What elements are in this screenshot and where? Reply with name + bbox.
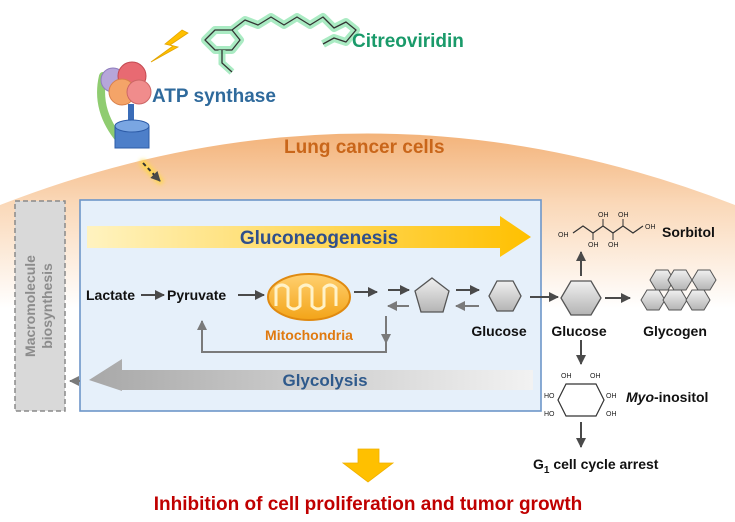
glycolysis-label: Glycolysis [282, 371, 367, 390]
inositol-ho-1: HO [544, 393, 555, 400]
myo-inositol-label: Myo-inositol [626, 389, 708, 405]
sorbitol-oh-2: OH [588, 242, 599, 249]
sorbitol-label: Sorbitol [662, 224, 715, 240]
g1-subscript: 1 [544, 465, 550, 476]
g1-suffix: cell cycle arrest [549, 456, 658, 472]
myo-inositol-structure: OH OH HO OH HO OH [544, 373, 617, 418]
sorbitol-oh-1: OH [558, 232, 569, 239]
mitochondria-label: Mitochondria [265, 327, 353, 343]
glycogen-hexagon-cluster [640, 269, 717, 311]
lung-cancer-cells-label: Lung cancer cells [284, 137, 445, 158]
conclusion-label: Inhibition of cell proliferation and tum… [154, 494, 583, 515]
sorbitol-oh-5: OH [618, 212, 629, 219]
glycogen-label: Glycogen [643, 323, 707, 339]
atp-synthase-inhibition-arrow [139, 159, 164, 185]
gluconeogenesis-arrow [87, 216, 531, 257]
myo-italic-part: Myo [626, 389, 654, 405]
glycolysis-arrow [89, 359, 533, 391]
lightning-bolt-icon [150, 29, 189, 63]
citreoviridin-label: Citreoviridin [352, 31, 464, 52]
sugar-phosphate-pentagon [414, 277, 450, 313]
inositol-oh-1: OH [561, 373, 572, 380]
sorbitol-structure: OH OH OH OH OH OH [558, 212, 656, 249]
gluconeogenesis-label: Gluconeogenesis [240, 228, 398, 249]
citreoviridin-molecule-icon [201, 13, 360, 75]
inositol-oh-2: OH [590, 373, 601, 380]
inositol-suffix: -inositol [654, 389, 708, 405]
mitochondria-icon [267, 273, 351, 321]
lactate-label: Lactate [86, 287, 135, 303]
g1-cell-cycle-arrest-label: G1 cell cycle arrest [533, 456, 659, 476]
inositol-ho-2: HO [544, 411, 555, 418]
biosynthesis-label: biosynthesis [39, 263, 55, 349]
glucose-inside-label: Glucose [471, 323, 526, 339]
sorbitol-oh-4: OH [608, 242, 619, 249]
g1-prefix: G [533, 456, 544, 472]
atp-synthase-icon [97, 61, 152, 149]
pyruvate-label: Pyruvate [167, 287, 226, 303]
glucose-inside-hexagon [488, 280, 522, 312]
atp-synthase-label: ATP synthase [152, 86, 276, 107]
macromolecule-label: Macromolecule [22, 255, 38, 357]
sorbitol-oh-3: OH [598, 212, 609, 219]
glucose-outside-label: Glucose [551, 323, 606, 339]
outcome-arrow [341, 448, 395, 483]
sorbitol-oh-6: OH [645, 224, 656, 231]
inositol-oh-4: OH [606, 411, 617, 418]
inositol-oh-3: OH [606, 393, 617, 400]
macromolecule-biosynthesis-box [14, 200, 66, 412]
glucose-outside-hexagon [560, 280, 602, 316]
